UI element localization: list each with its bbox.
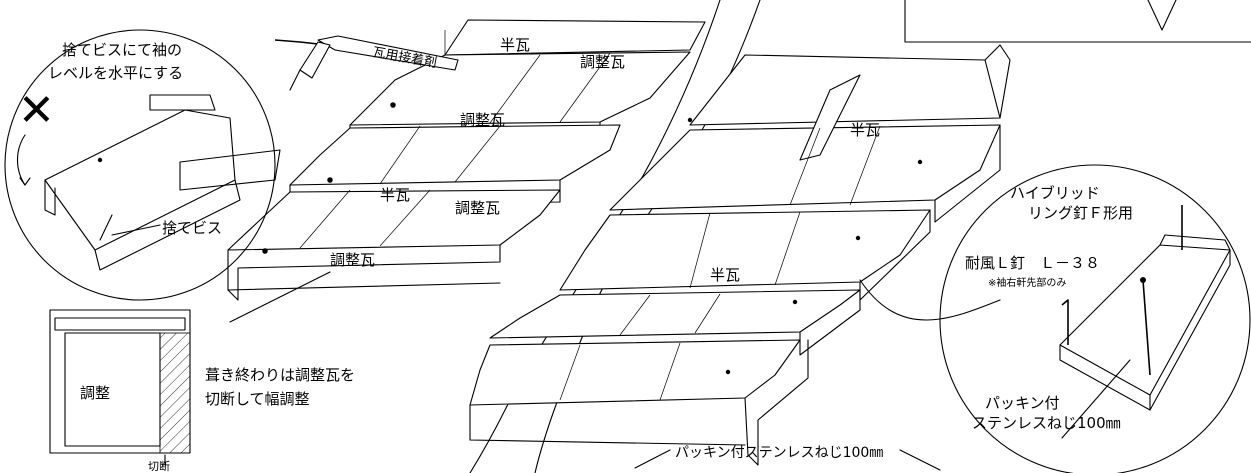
tile-row-2	[289, 124, 621, 186]
tile-seams	[299, 30, 611, 249]
left-note-line1: 捨てビスにて袖の	[62, 41, 182, 59]
cut-adjust-label: 調整	[80, 384, 110, 402]
tile-row-top	[444, 19, 706, 56]
screw-line2: ステンレスねじ100㎜	[972, 414, 1121, 432]
tile-label-adjust-row3: 調整瓦	[330, 251, 375, 269]
hybrid-nail-line2: リング釘Ｆ形用	[1028, 204, 1133, 222]
adhesive-label: 瓦用接着剤	[371, 44, 438, 71]
nail-holes-left	[262, 102, 396, 254]
tile-row-r2	[609, 124, 1001, 211]
tile-seams-right	[559, 125, 881, 401]
top-right-inset-box	[904, 0, 1251, 43]
bottom-label-group: パッキン付ステンレスねじ100㎜	[634, 445, 941, 471]
tile-row-r3	[559, 209, 931, 291]
wind-nail-label: 耐風Ｌ釘 Ｌ－３８	[965, 254, 1100, 272]
tile-label-adjust-top: 調整瓦	[580, 53, 625, 71]
sealant-gun-icon	[274, 35, 459, 91]
cut-label: 切断	[148, 459, 170, 473]
right-roof-section: 半瓦 半瓦	[469, 44, 1011, 466]
wind-nail-note: ※袖右軒先部のみ	[988, 276, 1066, 289]
bottom-screw-label: パッキン付ステンレスねじ100㎜	[675, 445, 883, 461]
end-note-line1: 葺き終わりは調整瓦を	[205, 366, 355, 384]
wrong-mark-icon: ✕	[18, 85, 55, 136]
screw-line1: パッキン付	[985, 394, 1060, 412]
discard-screw-label: 捨てビス	[162, 219, 222, 237]
end-note-line2: 切断して幅調整	[205, 390, 310, 408]
tile-label-half-right-top: 半瓦	[850, 121, 880, 139]
tile-label-adjust-row2: 調整瓦	[455, 199, 500, 217]
left-detail-circle: 捨てビスにて袖の レベルを水平にする ✕ 捨てビス	[4, 29, 281, 301]
nail-holes-right	[687, 117, 923, 375]
left-note-line2: レベルを水平にする	[48, 64, 183, 82]
hybrid-nail-line1: ハイブリッド	[1010, 184, 1100, 202]
tile-label-half-top: 半瓦	[500, 36, 530, 54]
tile-label-half-row2: 半瓦	[380, 186, 410, 204]
cut-detail: 調整 切断	[49, 309, 191, 473]
tile-label-adjust-row1: 調整瓦	[460, 111, 505, 129]
tile-row-r4	[489, 289, 861, 339]
tile-label-half-right: 半瓦	[710, 266, 740, 284]
right-detail-circle: ハイブリッド リング釘Ｆ形用 耐風Ｌ釘 Ｌ－３８ ※袖右軒先部のみ パッキン付 …	[859, 164, 1251, 473]
tile-row-r5	[469, 339, 801, 406]
